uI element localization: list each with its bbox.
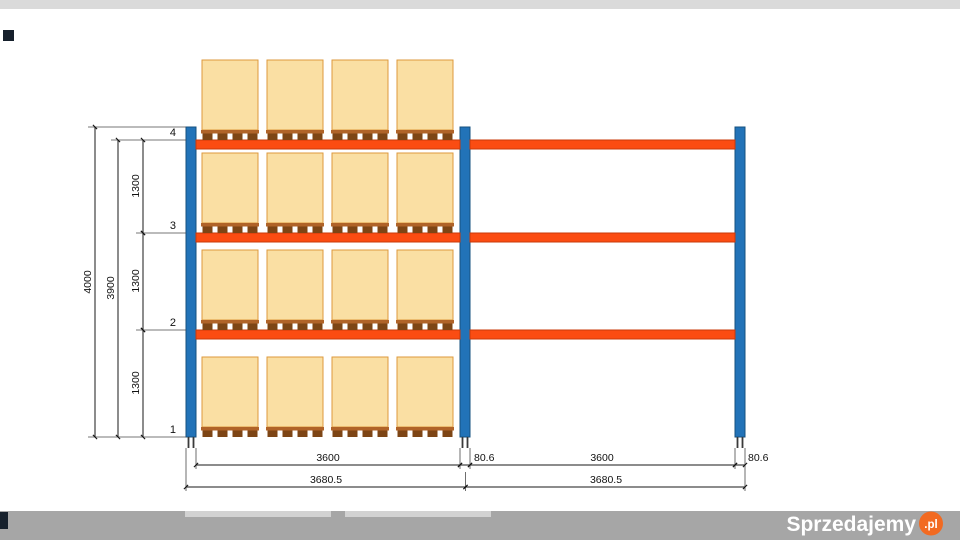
pallet-unit: [265, 152, 325, 234]
pallet-unit: [200, 356, 260, 438]
right-upright: [734, 126, 746, 438]
level-label-3: 3: [170, 220, 176, 232]
dim-spacing-mid: 1300: [130, 269, 142, 293]
beam-level4-bay1: [195, 139, 461, 150]
beam-level2-bay1: [195, 329, 461, 340]
pallet-unit: [330, 59, 390, 141]
beam-level4-bay2: [469, 139, 736, 150]
pallet-unit: [330, 356, 390, 438]
beam-level2-bay2: [469, 329, 736, 340]
dim-bay1-clear: 3600: [316, 452, 340, 464]
level-label-2: 2: [170, 317, 176, 329]
watermark: Sprzedajemy .pl: [786, 511, 943, 536]
pallet-unit: [200, 59, 260, 141]
watermark-circle: [919, 511, 943, 536]
pallet-unit: [330, 152, 390, 234]
pallet-unit: [395, 356, 455, 438]
dim-upright-width-1: 80.6: [474, 452, 495, 464]
screen-artifact: [0, 512, 8, 529]
beam-level3-bay2: [469, 232, 736, 243]
middle-upright: [459, 126, 471, 438]
dim-upright-width-2: 80.6: [748, 452, 769, 464]
pallet-unit: [395, 152, 455, 234]
beam-level3-bay1: [195, 232, 461, 243]
horizontal-dimensions: 3600 80.6 3600 80.6 3680.5 3680.5: [183, 448, 769, 491]
pallet-unit: [330, 249, 390, 331]
pallet-unit: [200, 152, 260, 234]
pallet-unit: [265, 356, 325, 438]
bottom-light-strip: [345, 511, 491, 517]
watermark-tld: .pl: [924, 519, 937, 531]
dim-total-height: 4000: [82, 270, 94, 294]
level-label-1: 1: [170, 424, 176, 436]
watermark-brand: Sprzedajemy: [786, 513, 916, 536]
dim-bay1-pitch: 3680.5: [310, 474, 342, 486]
dim-spacing-bottom: 1300: [130, 371, 142, 395]
level-label-4: 4: [170, 127, 176, 139]
left-upright: [185, 126, 197, 438]
upright-feet: [187, 437, 744, 448]
vertical-dimensions: 4000 3900 1300 1300 1300 4 3 2 1: [82, 124, 186, 440]
dim-bay2-clear: 3600: [590, 452, 614, 464]
screen-artifact: [3, 30, 14, 41]
pallet-unit: [265, 59, 325, 141]
pallet-unit: [395, 59, 455, 141]
dim-bay2-pitch: 3680.5: [590, 474, 622, 486]
pallet-unit: [265, 249, 325, 331]
pallet-unit: [200, 249, 260, 331]
pallet-unit: [395, 249, 455, 331]
dim-beam-height: 3900: [105, 276, 117, 300]
top-edge-strip: [0, 0, 960, 9]
dim-spacing-top: 1300: [130, 174, 142, 198]
bottom-light-strip: [185, 511, 331, 517]
